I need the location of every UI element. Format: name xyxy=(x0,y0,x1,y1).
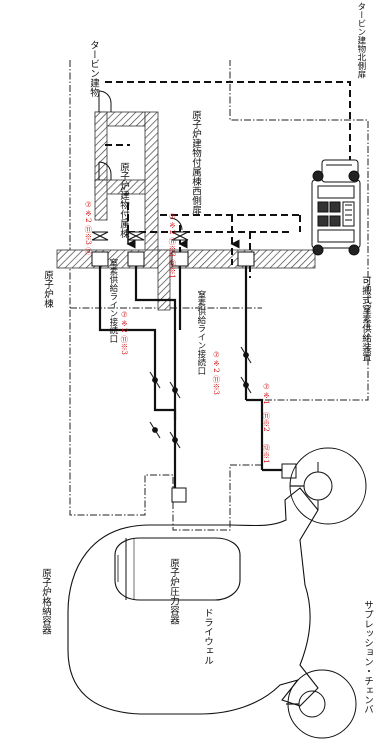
route-marker-legend-3: ⑫※1 xyxy=(261,444,271,464)
label-aux-west-door: 原子炉建物付属棟西側扉 xyxy=(189,110,201,215)
route-marker-line-left: ⑦※2 ⑪※3 xyxy=(119,310,129,355)
door-aux-west xyxy=(169,217,183,231)
label-drywell: ドライウェル xyxy=(201,608,213,665)
route-marker-line-right: ⑦※2 ⑪※3 xyxy=(211,350,221,395)
penetration-drywell xyxy=(171,487,187,503)
suppression-torus-lower xyxy=(286,669,357,739)
penetration-wetwell xyxy=(281,463,297,479)
isolation-valves xyxy=(91,231,189,241)
mobile-nitrogen-truck xyxy=(311,159,361,256)
label-turbine-north-door: タービン建物北側扉 xyxy=(355,2,366,79)
label-nitrogen-line-port-b: 窒素供給ライン接続口 xyxy=(195,290,206,375)
label-aux-building: 原子炉建物付属棟 xyxy=(117,162,129,238)
route-marker-upper-right: ⑦※2 ⑪※3 ⑫※1 xyxy=(167,212,177,280)
door-turbine-north xyxy=(98,90,112,112)
wall-reactor-column xyxy=(157,249,171,311)
label-reactor-building: 原子炉棟 xyxy=(41,270,53,308)
connection-ports xyxy=(91,251,255,267)
route-marker-legend-1: ⑦※1 xyxy=(261,382,271,405)
label-reactor-pressure-vessel: 原子炉圧力容器 xyxy=(167,558,179,625)
route-marker-legend-2: ⑪※2 xyxy=(261,412,271,432)
containment-vessel xyxy=(67,487,319,715)
reactor-pressure-vessel xyxy=(114,537,241,601)
wall-turbine-left xyxy=(94,111,108,188)
suppression-torus-upper xyxy=(289,447,367,525)
route-marker-upper-left: ⑦※2 ⑪※3 ⑫ xyxy=(83,200,93,255)
label-suppression-chamber: サプレッション・チェンバ xyxy=(361,600,373,714)
label-nitrogen-line-port-a: 窒素供給ライン接続口 xyxy=(107,258,118,343)
wall-aux-left xyxy=(94,179,108,221)
reactor-building-boundary xyxy=(69,60,369,531)
door-aux xyxy=(98,161,112,180)
nitrogen-piping xyxy=(98,266,282,490)
inline-valves xyxy=(149,346,252,449)
label-turbine-building: タービン建物 xyxy=(87,40,99,97)
label-containment-vessel: 原子炉格納容器 xyxy=(39,568,51,635)
label-mobile-nitrogen-unit: 可搬式窒素供給装置 xyxy=(359,276,371,362)
